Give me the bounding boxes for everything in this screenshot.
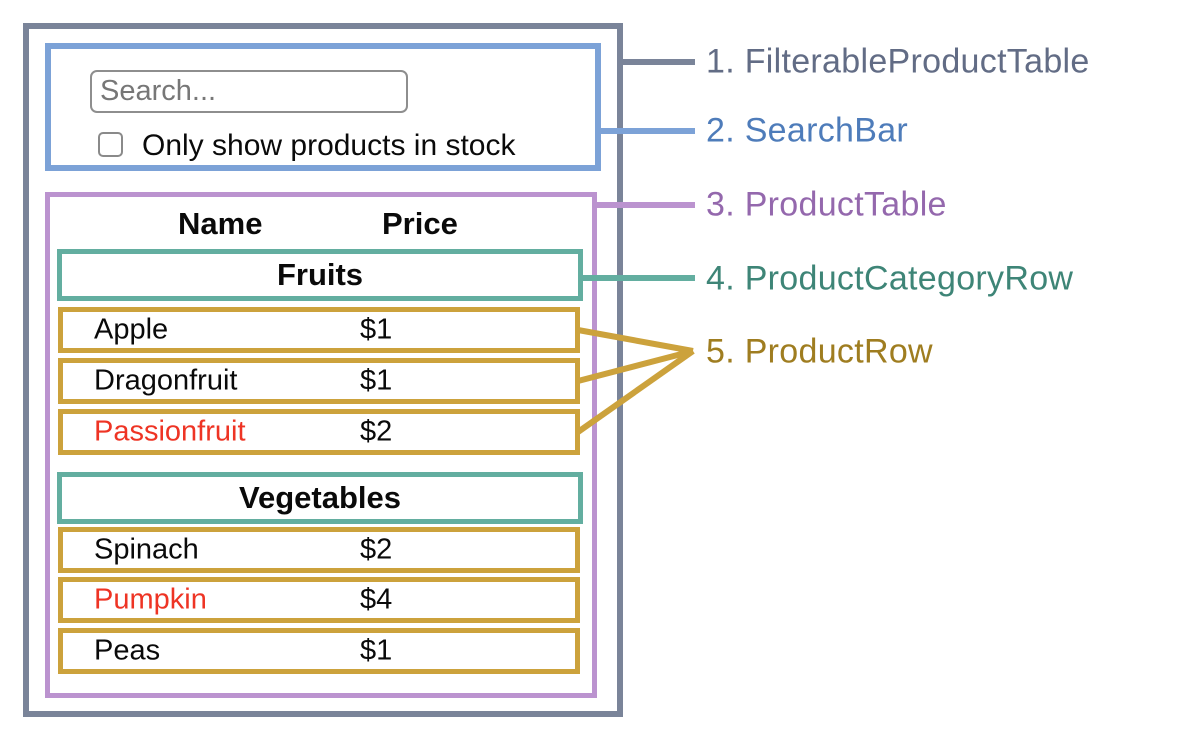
product-price: $1 xyxy=(360,364,393,397)
product-price: $2 xyxy=(360,415,393,448)
search-input[interactable] xyxy=(90,70,408,113)
product-price: $1 xyxy=(360,313,393,346)
product-category-row: Vegetables xyxy=(57,472,583,524)
annotation-label-search-bar: 2. SearchBar xyxy=(706,111,909,150)
product-row: Passionfruit $2 xyxy=(58,409,580,455)
category-label: Fruits xyxy=(276,257,364,292)
product-price: $2 xyxy=(360,533,393,566)
product-row: Spinach $2 xyxy=(58,527,580,573)
product-category-row: Fruits xyxy=(57,249,583,301)
product-name: Apple xyxy=(94,313,169,346)
annotation-label-product-table: 3. ProductTable xyxy=(706,185,947,224)
product-row: Pumpkin $4 xyxy=(58,577,580,623)
product-row: Apple $1 xyxy=(58,307,580,353)
category-label: Vegetables xyxy=(239,480,401,515)
search-bar-box: Only show products in stock xyxy=(45,43,601,171)
product-name: Pumpkin xyxy=(94,583,207,616)
product-name: Spinach xyxy=(94,533,199,566)
column-header-name: Name xyxy=(178,206,263,241)
product-row: Peas $1 xyxy=(58,628,580,674)
product-price: $1 xyxy=(360,634,393,667)
column-header-price: Price xyxy=(382,206,458,241)
annotation-label-product-category-row: 4. ProductCategoryRow xyxy=(706,259,1074,298)
product-row: Dragonfruit $1 xyxy=(58,358,580,404)
product-name: Dragonfruit xyxy=(94,364,238,397)
annotation-label-product-row: 5. ProductRow xyxy=(706,332,933,371)
product-name: Passionfruit xyxy=(94,415,246,448)
in-stock-checkbox[interactable] xyxy=(98,132,123,157)
product-name: Peas xyxy=(94,634,161,667)
annotation-label-filterable-product-table: 1. FilterableProductTable xyxy=(706,42,1090,81)
product-price: $4 xyxy=(360,583,393,616)
in-stock-checkbox-label[interactable]: Only show products in stock xyxy=(142,129,516,162)
